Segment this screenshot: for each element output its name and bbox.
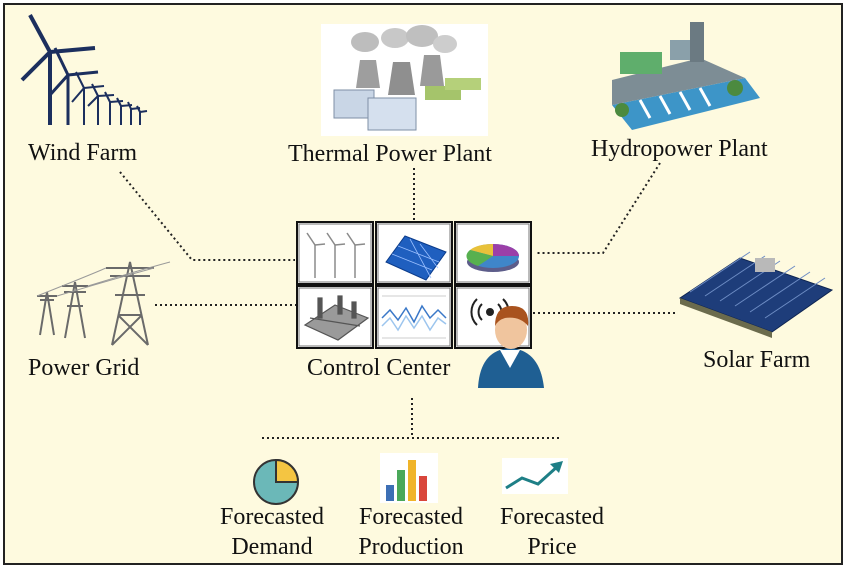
power-grid-label: Power Grid — [28, 355, 140, 381]
connector-hydro — [535, 162, 661, 254]
output-forecasted-demand: Forecasted Demand — [208, 502, 336, 562]
output-label-line1: Forecasted — [359, 504, 463, 530]
solar-array-icon — [678, 251, 834, 338]
connectors — [119, 162, 678, 439]
operator-icon — [478, 306, 544, 388]
output-forecasted-production: Forecasted Production — [346, 502, 476, 562]
wind-farm-icon — [20, 14, 148, 125]
output-label-line2: Demand — [231, 534, 313, 560]
demand-pie-icon — [253, 458, 300, 505]
line-graph-icon — [381, 295, 447, 339]
solar-farm-label: Solar Farm — [703, 347, 811, 373]
output-label-line2: Production — [358, 534, 464, 560]
control-center-label: Control Center — [307, 355, 451, 381]
substation-icon — [303, 295, 370, 341]
output-label-line1: Forecasted — [220, 504, 324, 530]
hydropower-plant-label: Hydropower Plant — [591, 136, 768, 162]
wind-farm-label: Wind Farm — [28, 140, 138, 166]
connector-wind-farm — [119, 171, 295, 261]
bar-chart-icon — [380, 453, 438, 503]
dam-icon — [612, 22, 760, 130]
output-label-line1: Forecasted — [500, 504, 604, 530]
cooling-tower-icon — [321, 24, 488, 136]
output-forecasted-price: Forecasted Price — [486, 502, 618, 562]
trend-arrow-icon — [502, 458, 568, 494]
pie-chart-icon — [466, 243, 519, 272]
output-label-line2: Price — [527, 534, 577, 560]
solar-panel-icon — [385, 235, 447, 281]
transmission-tower-icon — [36, 261, 171, 346]
wind-turbine-icon — [306, 232, 366, 278]
thermal-power-plant-label: Thermal Power Plant — [288, 141, 492, 167]
